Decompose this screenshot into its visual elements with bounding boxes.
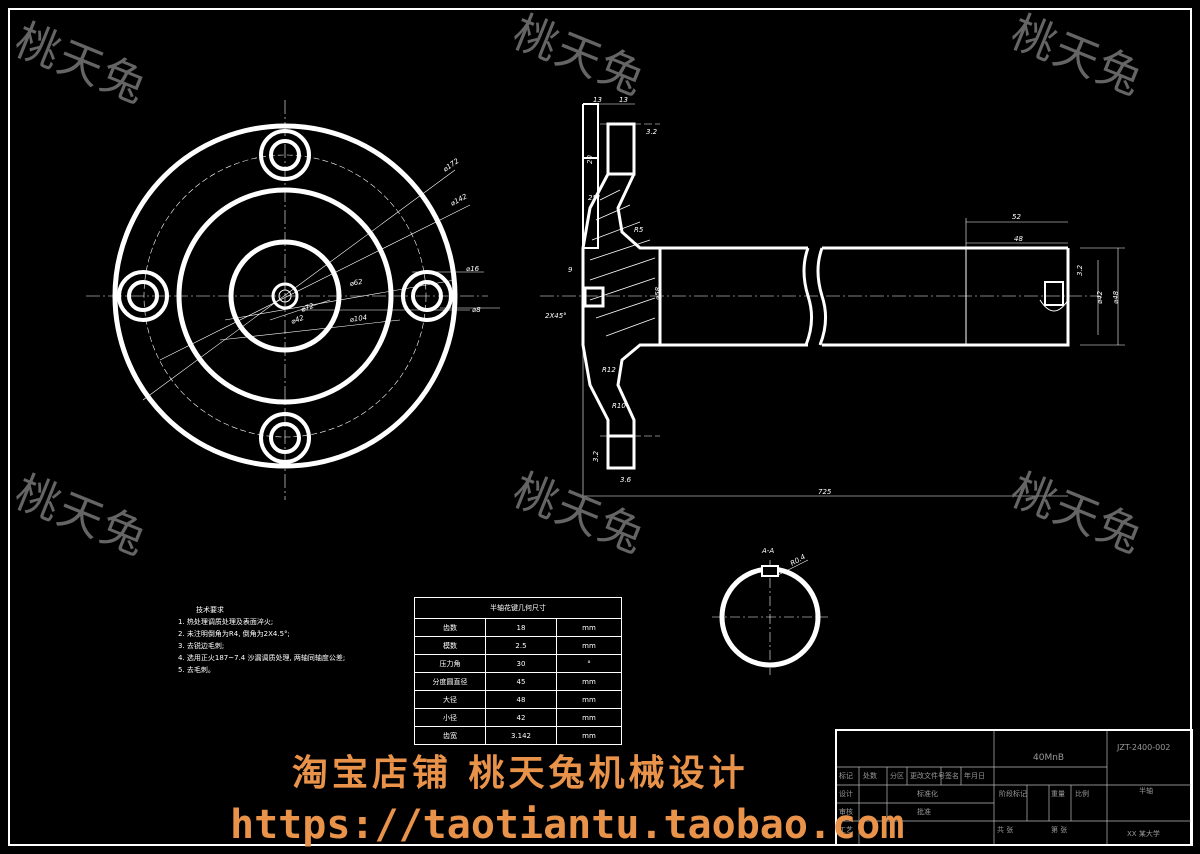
school-name: XX 某大学 bbox=[1127, 830, 1160, 838]
dim-d42: ⌀42 bbox=[1096, 290, 1104, 304]
spec-cell: mm bbox=[556, 636, 622, 655]
spec-cell: 30 bbox=[485, 654, 557, 673]
dim-725: 725 bbox=[818, 488, 832, 496]
dim-d58: ⌀58 bbox=[654, 286, 662, 300]
spec-cell: mm bbox=[556, 618, 622, 637]
dim-d104: ⌀104 bbox=[349, 314, 368, 324]
spec-cell: mm bbox=[556, 726, 622, 745]
spec-cell: 齿宽 bbox=[414, 726, 486, 745]
tb-label: 共 张 bbox=[997, 826, 1014, 834]
dim-d48: ⌀48 bbox=[1112, 290, 1120, 304]
material-label: 40MnB bbox=[1033, 753, 1065, 763]
flange-front-view bbox=[86, 100, 500, 500]
tb-label: 标记 bbox=[839, 772, 853, 780]
spec-cell: 齿数 bbox=[414, 618, 486, 637]
dim-3-2-right: 3.2 bbox=[1076, 264, 1084, 276]
dim-d-small: ⌀8 bbox=[472, 306, 481, 314]
section-label: A-A bbox=[761, 547, 774, 555]
dim-13b: 13 bbox=[619, 96, 628, 104]
half-axle-side-view bbox=[540, 103, 1125, 500]
tb-label: 工艺 bbox=[839, 826, 853, 834]
spec-cell: 3.142 bbox=[485, 726, 557, 745]
dim-d172: ⌀172 bbox=[442, 157, 461, 174]
dim-48: 48 bbox=[1014, 235, 1023, 243]
spec-cell: 大径 bbox=[414, 690, 486, 709]
dim-13a: 13 bbox=[593, 96, 602, 104]
title-block: 40MnB JZT-2400-002 半轴 XX 某大学 标记 处数 分区 更改… bbox=[835, 729, 1193, 846]
spec-cell: 18 bbox=[485, 618, 557, 637]
dim-3-6: 3.6 bbox=[620, 476, 632, 484]
tb-label: 处数 bbox=[863, 772, 877, 780]
shop-url[interactable]: https://taotiantu.taobao.com bbox=[230, 802, 905, 848]
section-a-a bbox=[712, 559, 828, 675]
tb-label: 批准 bbox=[917, 808, 931, 816]
tb-label: 分区 bbox=[890, 772, 904, 780]
dim-d72: ⌀72 bbox=[300, 302, 316, 314]
dim-20: 20 bbox=[586, 155, 594, 164]
dim-r12: R12 bbox=[602, 366, 616, 374]
spec-table-title: 半轴花键几何尺寸 bbox=[414, 597, 622, 619]
notes-line: 1. 热处理调质处理及表面淬火; bbox=[178, 618, 274, 626]
tb-label: 更改文件号 bbox=[910, 772, 945, 780]
spec-cell: mm bbox=[556, 672, 622, 691]
spec-cell: 42 bbox=[485, 708, 557, 727]
notes-line: 3. 去锐边毛刺; bbox=[178, 642, 225, 650]
spec-cell: 2.5 bbox=[485, 636, 557, 655]
dim-d62: ⌀62 bbox=[349, 278, 364, 288]
dim-r5: R5 bbox=[634, 226, 644, 234]
notes-line: 5. 去毛刺。 bbox=[178, 666, 215, 674]
dim-9: 9 bbox=[568, 266, 573, 274]
spec-cell: 模数 bbox=[414, 636, 486, 655]
dim-25deg: 25° bbox=[588, 194, 600, 202]
spec-cell: 48 bbox=[485, 690, 557, 709]
dim-d42-small: ⌀42 bbox=[290, 314, 306, 326]
technical-requirements: 技术要求 1. 热处理调质处理及表面淬火; 2. 未注明倒角为R4, 倒角为2X… bbox=[178, 604, 345, 676]
shop-banner: 淘宝店铺 桃天兔机械设计 bbox=[292, 752, 749, 794]
dim-r10: R10 bbox=[612, 402, 626, 410]
drawing-number: JZT-2400-002 bbox=[1117, 743, 1171, 752]
dim-chamfer: 2X45° bbox=[545, 312, 567, 320]
notes-line: 2. 未注明倒角为R4, 倒角为2X4.5°; bbox=[178, 630, 290, 638]
spec-cell: mm bbox=[556, 708, 622, 727]
dim-3-2-top: 3.2 bbox=[646, 128, 658, 136]
dim-3-2-bottom: 3.2 bbox=[592, 450, 600, 462]
spec-cell: 小径 bbox=[414, 708, 486, 727]
notes-title: 技术要求 bbox=[196, 606, 224, 614]
title-block-grid bbox=[837, 731, 1191, 844]
dim-52: 52 bbox=[1012, 213, 1021, 221]
tb-label: 阶段标记 bbox=[999, 790, 1027, 798]
dim-d142: ⌀142 bbox=[449, 192, 469, 208]
tb-label: 签名 bbox=[945, 772, 959, 780]
spec-cell: 压力角 bbox=[414, 654, 486, 673]
part-name: 半轴 bbox=[1139, 787, 1153, 795]
tb-label: 重量 bbox=[1051, 790, 1065, 798]
dim-d16: ⌀16 bbox=[466, 265, 480, 273]
notes-line: 4. 选用正火187~7.4 沙漏调质处理, 两轴同轴度公差; bbox=[178, 654, 346, 662]
tb-label: 年月日 bbox=[964, 772, 985, 780]
tb-label: 第 张 bbox=[1051, 826, 1068, 834]
drawing-border bbox=[8, 8, 1192, 846]
spec-cell: ° bbox=[556, 654, 622, 673]
section-radius-label: R0.4 bbox=[789, 553, 807, 568]
tb-label: 设计 bbox=[839, 790, 853, 798]
spec-cell: 分度圆直径 bbox=[414, 672, 486, 691]
spec-cell: 45 bbox=[485, 672, 557, 691]
tb-label: 审核 bbox=[839, 808, 853, 816]
side-view-dimension-labels: 13 13 3.2 20 25° R5 9 2X45° ⌀58 R12 R10 … bbox=[545, 96, 1120, 496]
spec-cell: mm bbox=[556, 690, 622, 709]
tb-label: 比例 bbox=[1075, 790, 1089, 798]
tb-label: 标准化 bbox=[917, 790, 938, 798]
